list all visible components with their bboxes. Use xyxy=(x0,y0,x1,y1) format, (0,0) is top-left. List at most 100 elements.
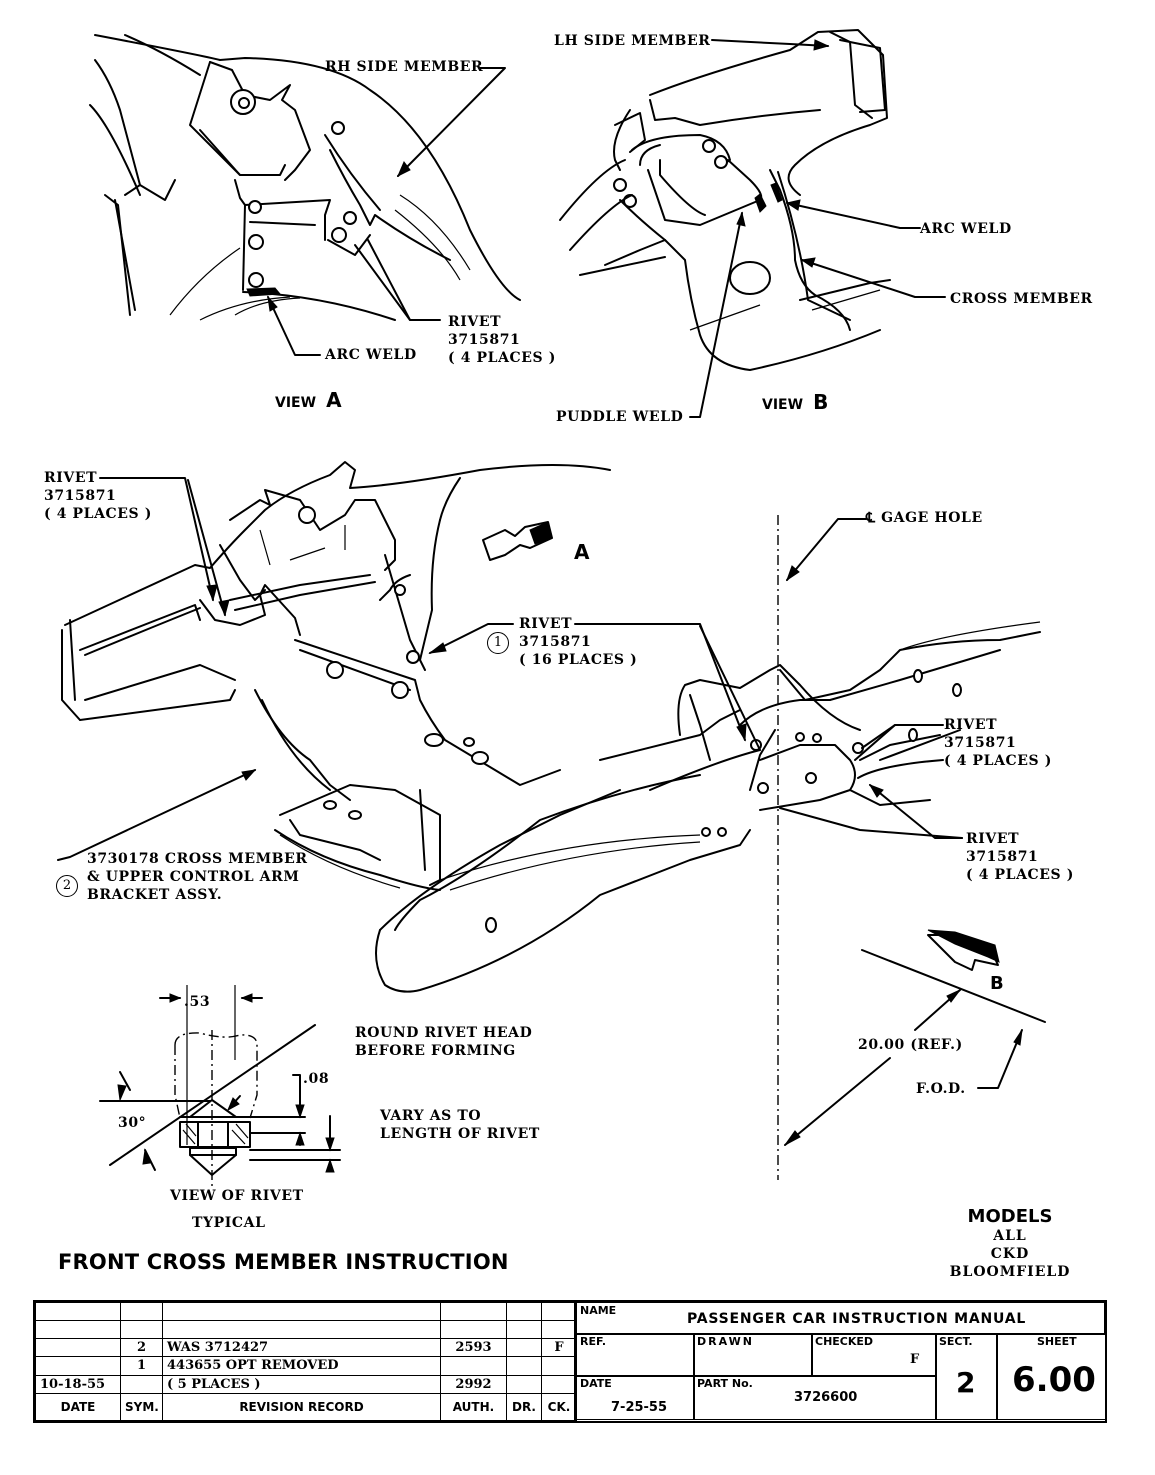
checked-cell: CHECKED F xyxy=(811,1333,937,1377)
checked-value: F xyxy=(910,1352,920,1367)
checked-label: CHECKED xyxy=(815,1335,874,1348)
rev-date xyxy=(35,1338,121,1358)
rev-record xyxy=(162,1301,441,1322)
ref-cell: REF. xyxy=(576,1333,695,1377)
rev-header-auth: AUTH. xyxy=(440,1392,507,1422)
rivet-angle-dimension: 30° xyxy=(118,1115,147,1131)
rev-sym xyxy=(120,1320,163,1340)
section-cell: SECT. 2 xyxy=(935,1333,998,1420)
date-label: DATE xyxy=(580,1377,612,1390)
cross-member-assy-label: 3730178 CROSS MEMBER & UPPER CONTROL ARM… xyxy=(87,851,308,903)
rev-record: WAS 3712427 xyxy=(162,1338,441,1358)
fod-label: F.O.D. xyxy=(916,1081,966,1097)
rev-dr xyxy=(506,1374,542,1394)
rev-sym xyxy=(120,1301,163,1322)
sheet-value: 6.00 xyxy=(1012,1360,1096,1400)
ref-label: REF. xyxy=(580,1335,607,1348)
models-heading: MODELS xyxy=(967,1206,1053,1227)
rev-dr xyxy=(506,1338,542,1358)
rev-ck: F xyxy=(541,1338,577,1358)
rev-record xyxy=(162,1320,441,1340)
rev-dr xyxy=(506,1301,542,1322)
name-cell: NAME PASSENGER CAR INSTRUCTION MANUAL xyxy=(576,1302,1105,1335)
rev-auth: 2992 xyxy=(440,1374,507,1394)
view-b-arrow-letter: B xyxy=(990,973,1004,994)
rev-ck xyxy=(541,1374,577,1394)
callout-2-badge: 2 xyxy=(56,875,78,897)
rev-sym: 1 xyxy=(120,1356,163,1376)
revision-row xyxy=(35,1320,577,1340)
rev-date xyxy=(35,1320,121,1340)
rivet-detail-drawing xyxy=(99,985,341,1190)
rev-date: 10-18-55 xyxy=(35,1374,121,1394)
rivet-height-dimension: .08 xyxy=(303,1071,330,1087)
cross-member-label: CROSS MEMBER xyxy=(950,291,1093,307)
main-rivet-center-label: RIVET 3715871 ( 16 PLACES ) xyxy=(519,616,638,668)
rev-date xyxy=(35,1356,121,1376)
main-rivet-left-label: RIVET 3715871 ( 4 PLACES ) xyxy=(44,470,152,522)
callout-1-badge: 1 xyxy=(487,632,509,654)
models-block: MODELS ALL CKD BLOOMFIELD xyxy=(935,1206,1085,1281)
rivet-view-subcaption: TYPICAL xyxy=(192,1215,266,1231)
name-value: PASSENGER CAR INSTRUCTION MANUAL xyxy=(687,1311,1027,1327)
gage-hole-label: ℄ GAGE HOLE xyxy=(866,510,983,526)
view-a-drawing xyxy=(89,34,521,356)
part-number-value: 3726600 xyxy=(794,1390,858,1405)
main-rivet-right-lower-label: RIVET 3715871 ( 4 PLACES ) xyxy=(966,831,1074,883)
rev-header-dr: DR. xyxy=(506,1392,542,1422)
rev-dr xyxy=(506,1320,542,1340)
main-assembly-drawing xyxy=(57,461,1046,1180)
view-a-rivet-label: RIVET 3715871 ( 4 PLACES ) xyxy=(448,314,556,366)
view-a-letter: A xyxy=(326,388,342,412)
revision-row: 10-18-55 ( 5 PLACES )2992 xyxy=(35,1374,577,1394)
view-b-letter: B xyxy=(813,390,829,414)
rh-side-member-label: RH SIDE MEMBER xyxy=(325,59,484,75)
view-a-arc-weld-label: ARC WELD xyxy=(325,347,417,363)
rev-date xyxy=(35,1301,121,1322)
models-line-2: CKD BLOOMFIELD xyxy=(949,1246,1071,1280)
rev-header-record: REVISION RECORD xyxy=(162,1392,441,1422)
rivet-view-caption: VIEW OF RIVET xyxy=(170,1188,304,1204)
round-rivet-head-note: ROUND RIVET HEAD BEFORE FORMING xyxy=(355,1025,533,1059)
vary-length-note: VARY AS TO LENGTH OF RIVET xyxy=(380,1108,540,1142)
sheet-cell: SHEET 6.00 xyxy=(996,1333,1107,1420)
drawing-info: NAME PASSENGER CAR INSTRUCTION MANUAL RE… xyxy=(576,1302,1107,1421)
puddle-weld-label: PUDDLE WELD xyxy=(556,409,684,425)
document-title: FRONT CROSS MEMBER INSTRUCTION xyxy=(58,1250,509,1274)
rev-header-date: DATE xyxy=(35,1392,121,1422)
part-number-label: PART No. xyxy=(697,1377,753,1390)
section-label: SECT. xyxy=(939,1335,973,1348)
section-value: 2 xyxy=(956,1366,976,1399)
rev-auth xyxy=(440,1301,507,1322)
rev-header-sym: SYM. xyxy=(120,1392,163,1422)
rev-sym: 2 xyxy=(120,1338,163,1358)
ref-dimension-label: 20.00 (REF.) xyxy=(858,1037,963,1053)
rev-auth xyxy=(440,1356,507,1376)
rivet-width-dimension: .53 xyxy=(184,994,211,1010)
rev-sym xyxy=(120,1374,163,1394)
rev-auth: 2593 xyxy=(440,1338,507,1358)
rev-auth xyxy=(440,1320,507,1340)
main-rivet-right-upper-label: RIVET 3715871 ( 4 PLACES ) xyxy=(944,717,1052,769)
sheet-label: SHEET xyxy=(1037,1335,1077,1348)
drawn-label: DRAWN xyxy=(697,1335,754,1348)
view-b-drawing xyxy=(559,29,946,418)
rev-record: ( 5 PLACES ) xyxy=(162,1374,441,1394)
date-cell: DATE 7-25-55 xyxy=(576,1375,695,1420)
date-value: 7-25-55 xyxy=(611,1400,668,1415)
part-number-cell: PART No. 3726600 xyxy=(693,1375,937,1420)
rev-dr xyxy=(506,1356,542,1376)
rev-header-ck: CK. xyxy=(541,1392,577,1422)
lh-side-member-label: LH SIDE MEMBER xyxy=(554,33,711,49)
rev-record: 443655 OPT REMOVED xyxy=(162,1356,441,1376)
view-a-arrow-letter: A xyxy=(574,540,590,564)
